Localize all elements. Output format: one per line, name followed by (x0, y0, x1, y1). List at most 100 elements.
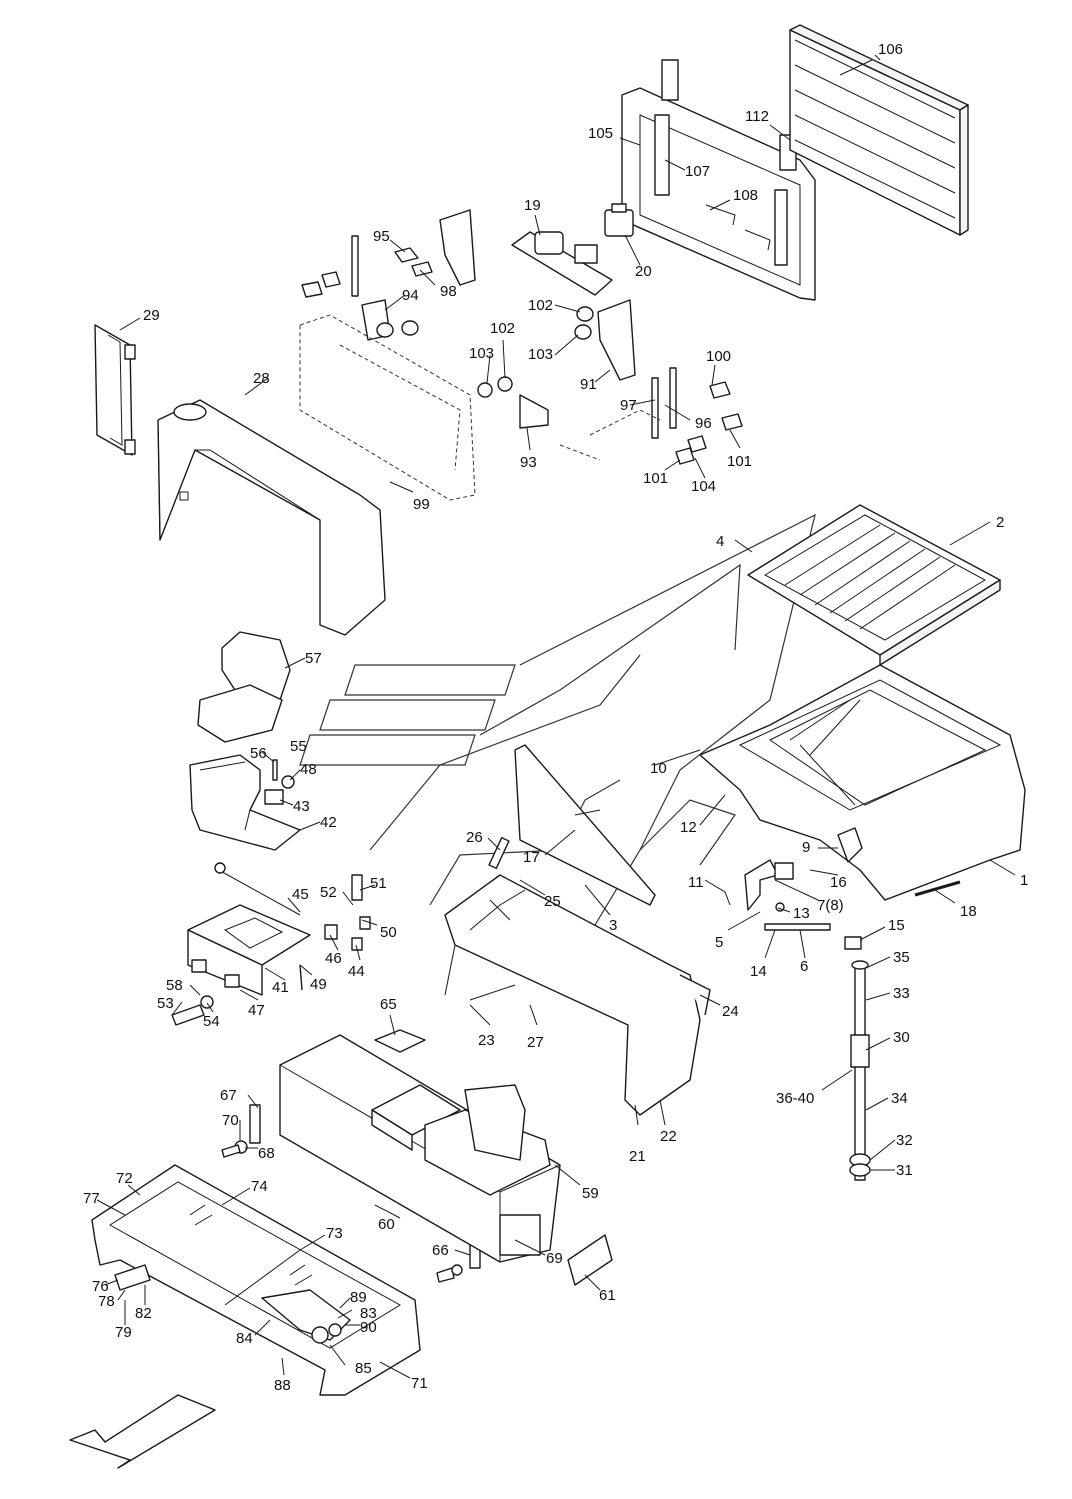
callout-67: 67 (220, 1087, 237, 1104)
callout-78: 78 (98, 1293, 115, 1310)
callout-13: 13 (793, 905, 810, 922)
cover-61 (567, 1234, 613, 1286)
component-20 (604, 203, 634, 237)
seat-57 (197, 631, 291, 743)
callout-22: 22 (660, 1128, 677, 1145)
callout-labels: 106 112 105 107 108 19 20 95 98 94 29 10… (83, 41, 1028, 1394)
base-plate-41 (187, 904, 311, 996)
callout-27: 27 (527, 1034, 544, 1051)
callout-9: 9 (802, 839, 810, 856)
callout-74: 74 (251, 1178, 268, 1195)
callout-26: 26 (466, 829, 483, 846)
callout-19: 19 (524, 197, 541, 214)
callout-58: 58 (166, 977, 183, 994)
callout-28: 28 (253, 370, 270, 387)
callout-34: 34 (891, 1090, 908, 1107)
callout-79: 79 (115, 1324, 132, 1341)
callout-45: 45 (292, 886, 309, 903)
callout-51: 51 (370, 875, 387, 892)
rod-6 (764, 923, 831, 931)
callout-90: 90 (360, 1319, 377, 1336)
callout-99: 99 (413, 496, 430, 513)
louver-grille-106 (789, 24, 969, 236)
callout-106: 106 (878, 41, 903, 58)
callout-91: 91 (580, 376, 597, 393)
callout-83: 83 (360, 1305, 377, 1322)
callout-30: 30 (893, 1029, 910, 1046)
side-panel-29 (94, 324, 136, 456)
component-19 (511, 231, 613, 296)
cover-65 (374, 1029, 426, 1053)
panel-3 (514, 744, 656, 906)
callout-54: 54 (203, 1013, 220, 1030)
callout-47: 47 (248, 1002, 265, 1019)
callout-41: 41 (272, 979, 289, 996)
callout-20: 20 (635, 263, 652, 280)
callout-93: 93 (520, 454, 537, 471)
callout-48: 48 (300, 761, 317, 778)
callout-94: 94 (402, 287, 419, 304)
main-body-60 (279, 1034, 561, 1263)
callout-77: 77 (83, 1190, 100, 1207)
steering-column (849, 960, 871, 1181)
callout-108: 108 (733, 187, 758, 204)
callout-56: 56 (250, 745, 267, 762)
callout-68: 68 (258, 1145, 275, 1162)
callout-55: 55 (290, 738, 307, 755)
callout-53: 53 (157, 995, 174, 1012)
forward-direction-arrow[interactable] (69, 1394, 216, 1469)
callout-60: 60 (378, 1216, 395, 1233)
callout-4: 4 (716, 533, 724, 550)
callout-100: 100 (706, 348, 731, 365)
top-grille-2 (747, 504, 1001, 666)
callout-69: 69 (546, 1250, 563, 1267)
callout-32: 32 (896, 1132, 913, 1149)
leader-lines (96, 54, 1016, 1379)
callout-104: 104 (691, 478, 716, 495)
callout-85: 85 (355, 1360, 372, 1377)
callout-17: 17 (523, 849, 540, 866)
seat-frame-42 (189, 754, 301, 851)
callout-23: 23 (478, 1032, 495, 1049)
callout-25: 25 (544, 893, 561, 910)
hinge-assembly-lower (477, 299, 743, 465)
callout-59: 59 (582, 1185, 599, 1202)
callout-65: 65 (380, 996, 397, 1013)
callout-73: 73 (326, 1225, 343, 1242)
callout-103-b: 103 (469, 345, 494, 362)
callout-1: 1 (1020, 872, 1028, 889)
callout-15: 15 (888, 917, 905, 934)
callout-76: 76 (92, 1278, 109, 1295)
callout-5: 5 (715, 934, 723, 951)
callout-3: 3 (609, 917, 617, 934)
callout-42: 42 (320, 814, 337, 831)
callout-21: 21 (629, 1148, 646, 1165)
callout-89: 89 (350, 1289, 367, 1306)
callout-18: 18 (960, 903, 977, 920)
callout-102-a: 102 (528, 297, 553, 314)
front-cowl-1 (699, 664, 1026, 901)
bracket-5 (744, 859, 794, 912)
callout-10: 10 (650, 760, 667, 777)
callout-7-8: 7(8) (817, 897, 844, 914)
callout-84: 84 (236, 1330, 253, 1347)
callout-2: 2 (996, 514, 1004, 531)
rear-frame-105 (621, 59, 816, 301)
small-hardware (171, 759, 481, 1283)
callout-82: 82 (135, 1305, 152, 1322)
callout-49: 49 (310, 976, 327, 993)
callout-50: 50 (380, 924, 397, 941)
hood-28 (157, 399, 386, 636)
callout-14: 14 (750, 963, 767, 980)
callout-24: 24 (722, 1003, 739, 1020)
callout-33: 33 (893, 985, 910, 1002)
callout-61: 61 (599, 1287, 616, 1304)
callout-72: 72 (116, 1170, 133, 1187)
callout-112: 112 (745, 108, 769, 125)
dash-frame-24 (444, 837, 711, 1116)
callout-107: 107 (685, 163, 710, 180)
part-15 (844, 936, 862, 950)
callout-29: 29 (143, 307, 160, 324)
callout-52: 52 (320, 884, 337, 901)
